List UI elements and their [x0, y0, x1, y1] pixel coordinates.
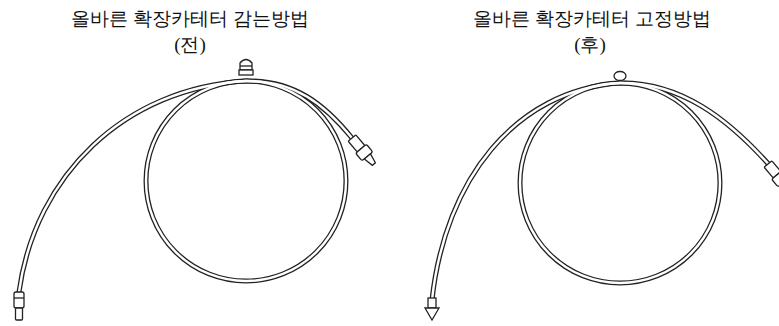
- luer-connector: [14, 292, 24, 320]
- clip: [239, 60, 253, 76]
- hub-connector: [763, 160, 779, 187]
- catheter-tube-left: [19, 81, 352, 292]
- clip-fixed: [614, 72, 626, 81]
- caption-stage: (후): [574, 34, 606, 56]
- caption-title: 올바른 확장카테터 감는방법: [71, 8, 309, 30]
- caption-stage: (전): [174, 34, 206, 56]
- caption-title: 올바른 확장카테터 고정방법: [473, 8, 711, 30]
- catheter-tube-right: [432, 83, 772, 300]
- tube-tip: [425, 298, 439, 320]
- hub-connector: [347, 134, 380, 169]
- catheter-tube-right-core: [432, 83, 772, 300]
- catheter-tube-left-core: [19, 81, 352, 292]
